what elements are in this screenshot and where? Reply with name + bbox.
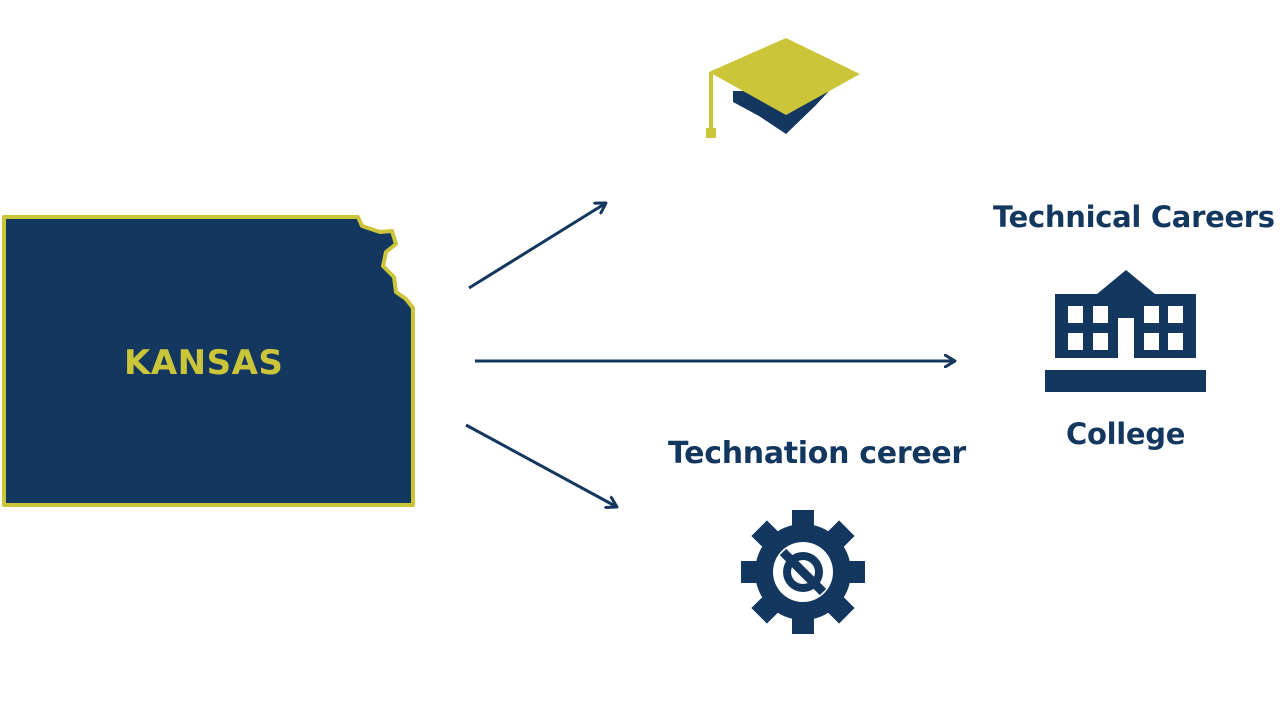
arrow-to-technation-down [465, 423, 617, 507]
technical-careers-label: Technical Careers [993, 200, 1275, 234]
kansas-map-shape [2, 215, 415, 507]
graduation-cap-icon [706, 38, 860, 138]
state-name-label: KANSAS [124, 343, 284, 383]
gear-icon [741, 510, 865, 634]
technation-career-label: Technation cereer [668, 436, 966, 471]
arrow-to-college-up [468, 203, 606, 290]
building-icon [1045, 270, 1206, 392]
college-label: College [1066, 417, 1186, 451]
